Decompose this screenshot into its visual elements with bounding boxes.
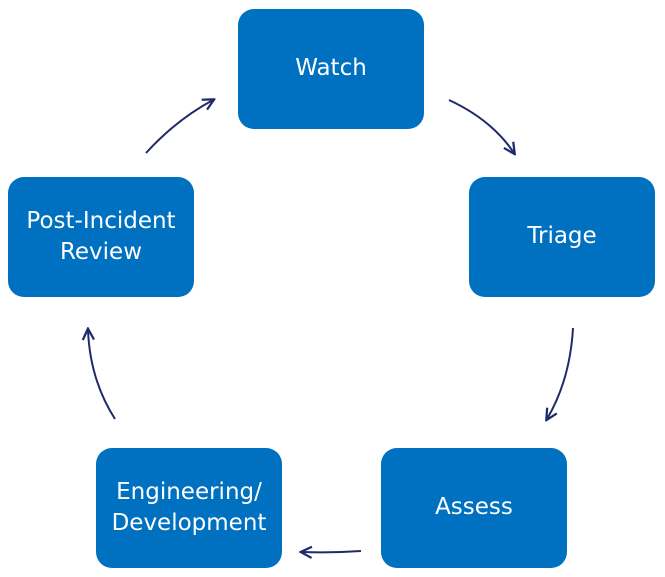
watch-label: Watch (295, 55, 367, 82)
post-incident-review-node: Post-Incident Review (8, 177, 194, 297)
watch-node: Watch (238, 9, 424, 129)
triage-node: Triage (469, 177, 655, 297)
arrow-triage-to-assess (547, 327, 574, 419)
assess-node: Assess (381, 448, 567, 568)
triage-label: Triage (527, 223, 597, 250)
engineering-development-label: Engineering/ Development (111, 478, 267, 536)
arrow-engineering-to-review (88, 330, 116, 420)
arrow-review-to-watch (145, 100, 213, 154)
engineering-development-node: Engineering/ Development (96, 448, 282, 568)
assess-label: Assess (435, 494, 513, 521)
arrow-watch-to-triage (448, 99, 514, 153)
arrow-assess-to-engineering (302, 551, 362, 552)
post-incident-review-label: Post-Incident Review (26, 207, 176, 265)
